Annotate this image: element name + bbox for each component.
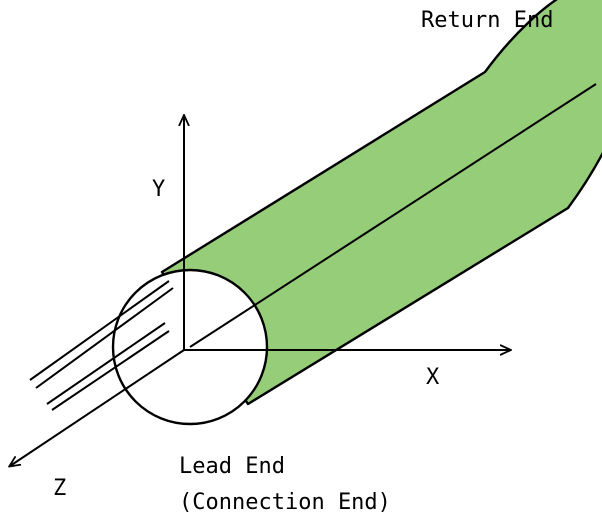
lead-end-label: Lead End (179, 454, 285, 479)
z-axis-arrow (10, 349, 185, 466)
x-axis-label: X (426, 365, 440, 390)
y-axis-label: Y (152, 177, 165, 202)
cylinder-center-axis (189, 83, 597, 348)
z-axis-label: Z (53, 476, 66, 501)
connection-end-label: (Connection End) (179, 490, 391, 515)
lead-wires (29, 280, 174, 411)
cylinder-body (160, 0, 602, 406)
return-end-label: Return End (421, 8, 553, 33)
